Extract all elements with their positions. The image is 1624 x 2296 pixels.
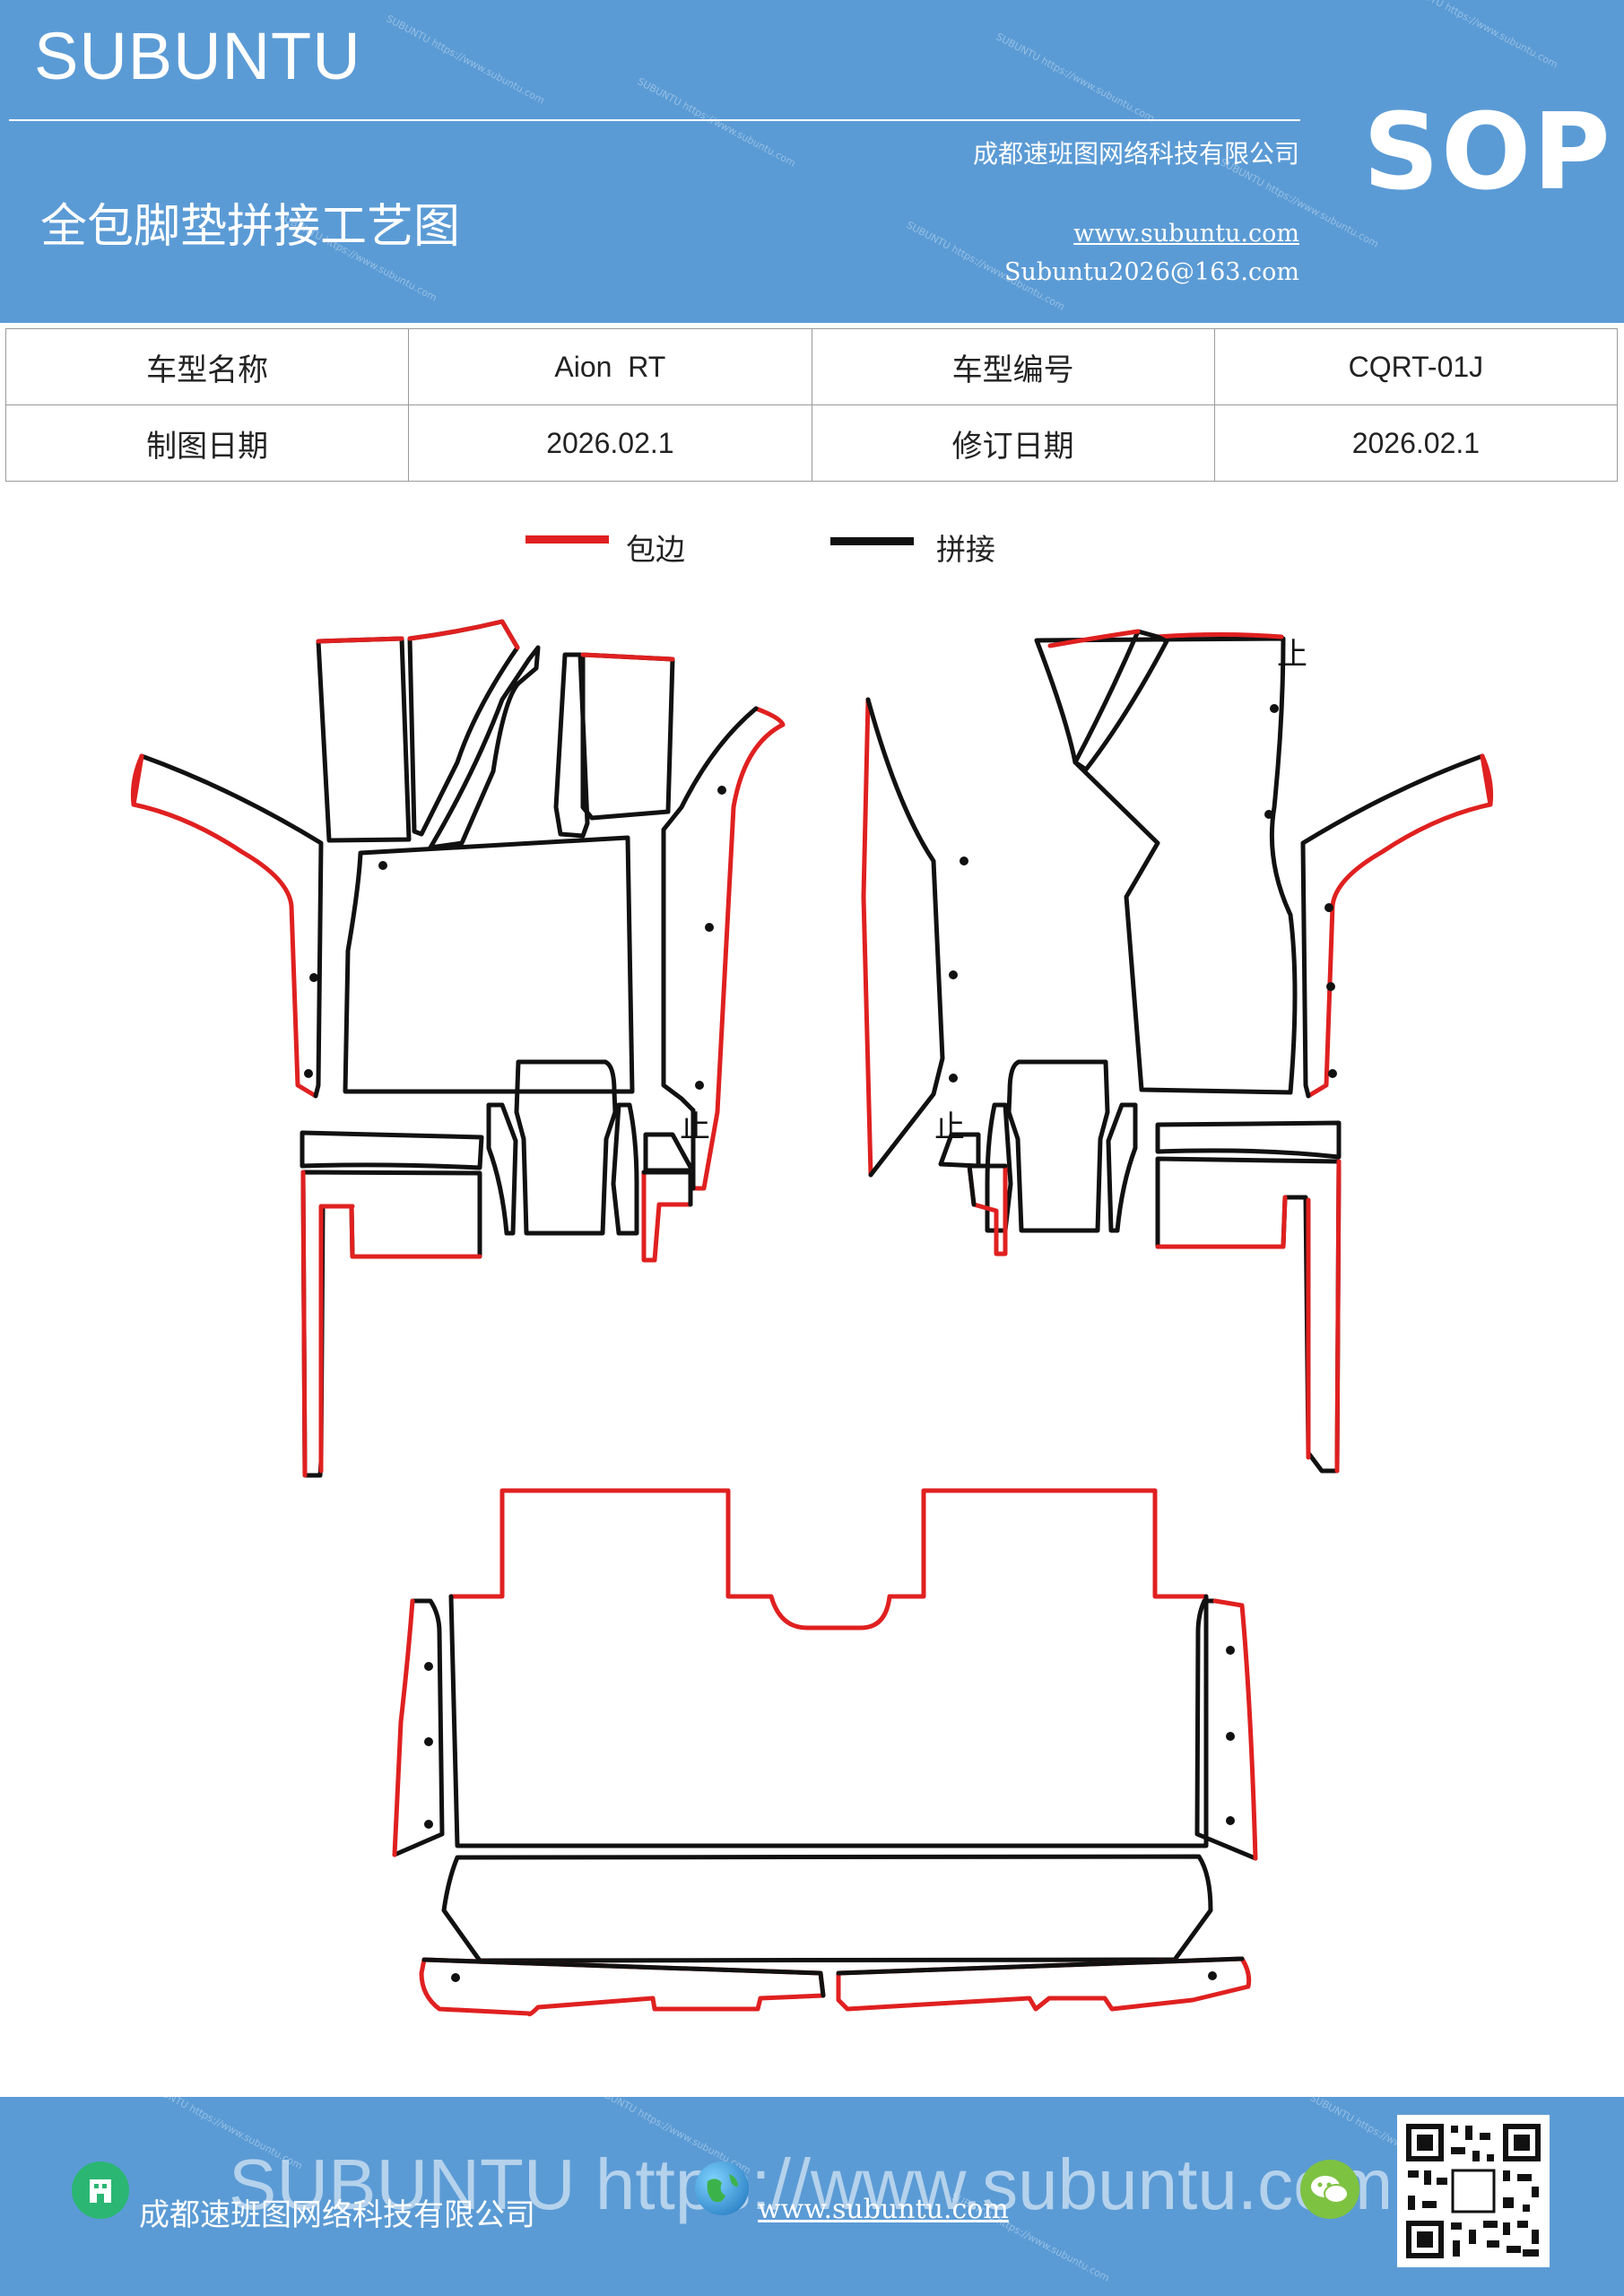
revision-date-label: 修订日期 bbox=[811, 404, 1215, 482]
vehicle-info-table: 车型名称 Aion RT 车型编号 CQRT-01J 制图日期 2026.02.… bbox=[4, 328, 1619, 482]
mat-piece-right-door-sill bbox=[861, 697, 945, 1178]
floor-mat-splice-diagram: 止 止 止 bbox=[130, 619, 1494, 2017]
mat-piece-left-rear-small bbox=[300, 1130, 484, 1478]
mat-piece-rear-left-strip bbox=[392, 1598, 445, 1857]
table-row: 车型名称 Aion RT 车型编号 CQRT-01J bbox=[4, 328, 1619, 405]
mat-piece-right-front bbox=[1047, 629, 1284, 772]
mat-piece-left-front-c bbox=[428, 645, 590, 850]
mat-piece-left-door-sill bbox=[661, 706, 786, 1191]
footer-website-link[interactable]: www.subuntu.com bbox=[758, 2194, 1009, 2225]
globe-icon bbox=[695, 2161, 749, 2215]
splice-swatch bbox=[830, 537, 914, 545]
fastener-holes bbox=[304, 704, 1337, 1982]
building-icon bbox=[72, 2161, 129, 2219]
mat-piece-rear-right-strip bbox=[1194, 1598, 1258, 1861]
footer-watermark-text: SUBUNTU https://www.subuntu.com bbox=[229, 2144, 1394, 2224]
mat-piece-left-front-a bbox=[316, 636, 412, 843]
mat-piece-left-rear-tab bbox=[641, 1170, 693, 1263]
mat-piece-right-rear-small bbox=[1155, 1120, 1342, 1474]
stop-mark-right: 止 bbox=[934, 1109, 965, 1145]
mat-piece-right-rear-tab bbox=[967, 1163, 1008, 1257]
header-divider bbox=[9, 119, 1300, 121]
page-title: 全包脚垫拼接工艺图 bbox=[40, 200, 461, 254]
table-row: 制图日期 2026.02.1 修订日期 2026.02.1 bbox=[4, 404, 1619, 482]
drawing-date-value: 2026.02.1 bbox=[408, 404, 812, 482]
mat-piece-rear-bumper-left bbox=[419, 1957, 826, 2017]
edge-binding-label: 包边 bbox=[626, 532, 685, 567]
edge-binding-swatch bbox=[525, 535, 609, 544]
mat-piece-left-front-b bbox=[407, 619, 520, 837]
model-name-label: 车型名称 bbox=[4, 328, 410, 405]
qr-code bbox=[1397, 2115, 1550, 2267]
wechat-icon bbox=[1300, 2160, 1359, 2219]
mat-piece-left-side-strip bbox=[130, 753, 324, 1099]
header-banner: SUBUNTU https://www.subuntu.com SUBUNTU … bbox=[0, 0, 1624, 323]
model-code-value: CQRT-01J bbox=[1213, 328, 1619, 405]
mat-piece-left-front-d bbox=[580, 652, 675, 821]
mat-piece-left-tunnel bbox=[486, 1059, 695, 1236]
mat-piece-rear-bumper-right bbox=[836, 1956, 1252, 2012]
mat-piece-rear-main bbox=[448, 1488, 1209, 1848]
revision-date-value: 2026.02.1 bbox=[1213, 404, 1619, 482]
email-address: Subuntu2026@163.com bbox=[1004, 258, 1299, 286]
footer-banner: SUBUNTU https://www.subuntu.com SUBUNTU … bbox=[0, 2097, 1624, 2296]
website-link[interactable]: www.subuntu.com bbox=[1073, 220, 1299, 248]
footer-company-name: 成都速班图网络科技有限公司 bbox=[139, 2197, 535, 2233]
mat-piece-left-main bbox=[343, 835, 635, 1094]
mat-piece-right-side-strip bbox=[1300, 753, 1494, 1099]
mat-piece-right-tunnel bbox=[938, 1059, 1138, 1233]
mat-piece-right-main bbox=[1034, 636, 1298, 1095]
stop-mark-top: 止 bbox=[1277, 637, 1307, 673]
sop-badge: SOP bbox=[1363, 90, 1612, 213]
splice-label: 拼接 bbox=[936, 532, 995, 567]
model-name-value: Aion RT bbox=[408, 328, 812, 405]
mat-piece-rear-lower-panel bbox=[441, 1854, 1213, 1963]
model-code-label: 车型编号 bbox=[811, 328, 1215, 405]
drawing-date-label: 制图日期 bbox=[4, 404, 410, 482]
brand-name: SUBUNTU bbox=[34, 19, 361, 93]
stop-mark-left: 止 bbox=[680, 1109, 710, 1145]
company-name: 成都速班图网络科技有限公司 bbox=[972, 139, 1299, 169]
